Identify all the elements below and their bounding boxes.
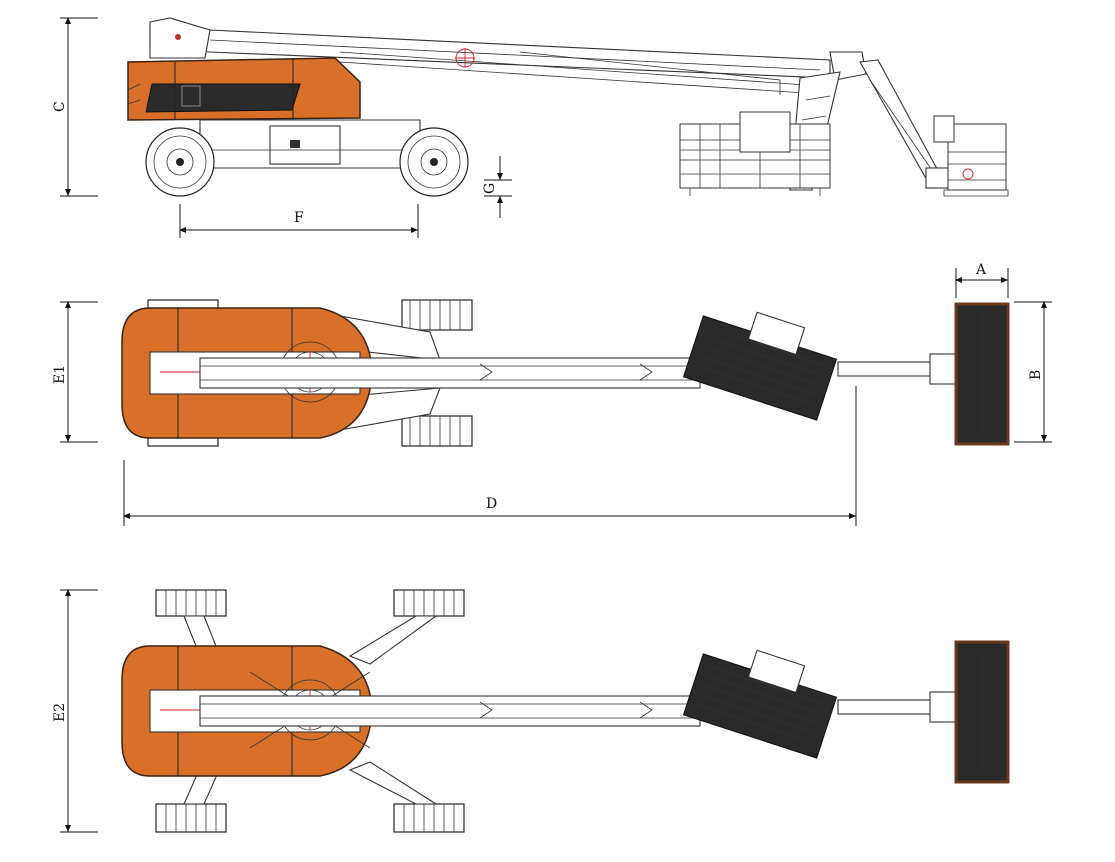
side-platform [933,115,1009,197]
dimension-e2-label: E2 [52,703,68,722]
side-chassis [127,57,421,169]
dimension-e1-label: E1 [52,365,68,384]
top1-basket [682,311,838,421]
dimension-g: G [482,156,512,218]
dimension-d-label: D [486,496,497,512]
dimension-g-label: G [482,183,498,194]
dimension-a-label: A [975,262,987,278]
dimension-f-label: F [294,210,304,226]
dimension-b-label: B [1028,370,1044,380]
dimension-e2: E2 [52,589,98,833]
side-rear-wheel [145,127,215,197]
side-boom [149,17,831,95]
dimension-c: C [52,17,98,197]
side-basket-stowed [679,111,831,196]
dimension-a: A [955,262,1009,298]
dimension-c-label: C [52,101,68,112]
side-front-wheel [399,127,469,197]
top-view-stowed [121,299,1010,447]
dimension-e1: E1 [52,301,98,443]
side-view [127,17,1009,197]
top2-basket [682,649,838,759]
top-view-extended [121,589,1010,833]
dimension-f: F [179,204,419,238]
dimension-d: D [123,386,857,526]
dimension-b: B [1014,301,1052,443]
